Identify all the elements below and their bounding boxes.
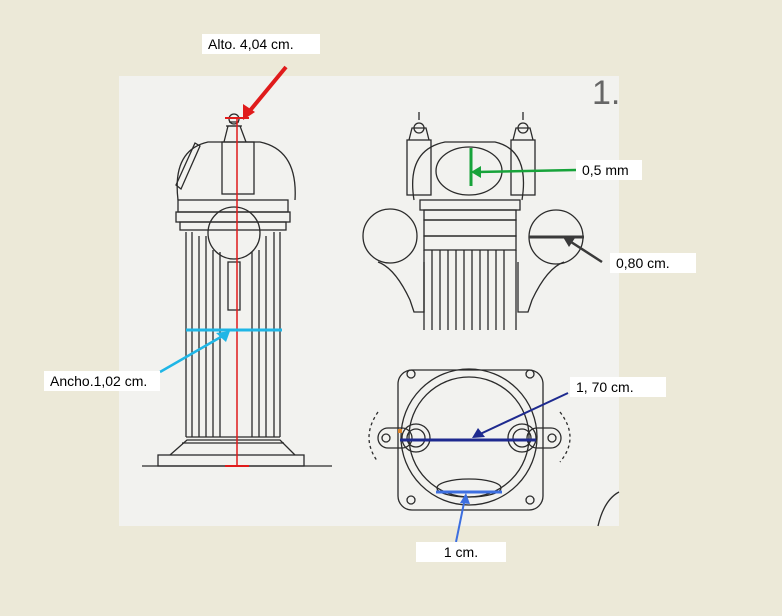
base-span-measurement: [398, 392, 569, 442]
page-number: 1.: [592, 74, 621, 112]
base-plate-plan-view: [368, 368, 620, 527]
dome-window-measurement: [469, 148, 577, 186]
globe-measurement: [529, 235, 603, 264]
lamp-post-side-view: [142, 113, 332, 467]
base-hole-measurement: [436, 490, 502, 543]
base-hole-label: 1 cm.: [416, 542, 506, 562]
base-span-label: 1, 70 cm.: [570, 377, 666, 397]
lamp-head-front-view: [362, 112, 584, 330]
height-label: Alto. 4,04 cm.: [202, 34, 320, 54]
height-measurement: [225, 65, 288, 467]
width-measurement: [159, 328, 282, 374]
width-label: Ancho.1,02 cm.: [44, 371, 160, 391]
globe-label: 0,80 cm.: [610, 253, 696, 273]
dome-window-label: 0,5 mm: [576, 160, 642, 180]
